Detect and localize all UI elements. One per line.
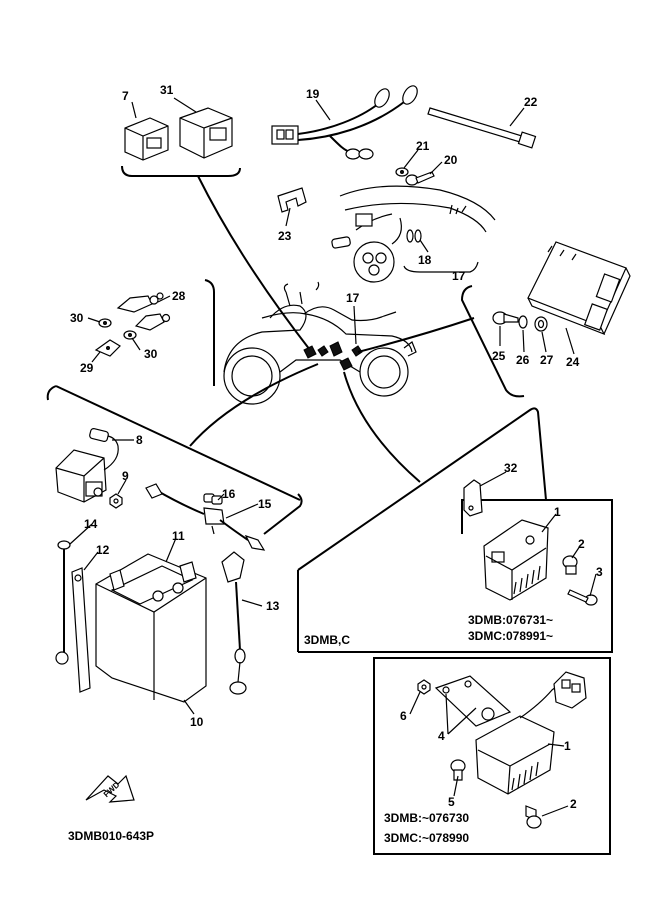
connector-lower: [553, 671, 587, 709]
bolt-5: [450, 759, 466, 781]
callout-1-lower: 1: [564, 739, 571, 753]
callout-17-center: 17: [346, 291, 360, 305]
callout-31: 31: [160, 83, 174, 97]
callout-27: 27: [540, 353, 554, 367]
starter-relay-8: [55, 428, 119, 503]
leader-to-rectifier: [343, 371, 421, 483]
breather-hose-13: [221, 551, 247, 695]
switch-28: [116, 292, 171, 331]
inset-lower-box: [373, 657, 611, 855]
callout-2-lower: 2: [570, 797, 577, 811]
callout-15: 15: [258, 497, 272, 511]
bracket-32: [463, 479, 483, 517]
inset-upper-model-tag: 3DMB,C: [304, 633, 350, 647]
callout-3: 3: [596, 565, 603, 579]
motorcycle-silhouette: [223, 281, 417, 405]
bracket-relays: [121, 165, 241, 177]
callout-10: 10: [190, 715, 204, 729]
battery-10: [95, 553, 207, 703]
leader-to-battery-group: [189, 363, 319, 447]
callout-9: 9: [122, 469, 129, 483]
bolt-2-lower: [525, 805, 542, 829]
fuse-holder-15: [145, 483, 266, 551]
inset-lower-note-line2: 3DMC:~078990: [384, 831, 469, 845]
inset-upper-diagonal: [297, 407, 547, 571]
wire-harness-19: [271, 85, 418, 160]
control-unit-24: [527, 241, 631, 336]
screw-3: [567, 589, 598, 606]
callout-6: 6: [400, 709, 407, 723]
fuse-16: [203, 493, 223, 505]
washer-27: [534, 316, 548, 332]
callout-30-a: 30: [70, 311, 84, 325]
callout-16: 16: [222, 487, 236, 501]
callout-14: 14: [84, 517, 98, 531]
callout-12: 12: [96, 543, 110, 557]
relay-7: [124, 117, 169, 161]
separator-left-top: [46, 385, 57, 401]
washer-30-b: [123, 330, 137, 340]
bracket-4: [434, 675, 512, 727]
callout-4: 4: [438, 729, 445, 743]
inset-upper-note-line1: 3DMB:076731~: [468, 613, 553, 627]
bolt-6: [417, 679, 431, 695]
callout-25: 25: [492, 349, 506, 363]
screw-20: [405, 171, 435, 186]
headlight-harness-17: [331, 185, 496, 283]
inset-lower-note-line1: 3DMB:~076730: [384, 811, 469, 825]
callout-24: 24: [566, 355, 580, 369]
callout-20: 20: [444, 153, 458, 167]
inset-upper-note-line2: 3DMC:078991~: [468, 629, 553, 643]
bolt-2-upper: [562, 555, 578, 575]
callout-30-b: 30: [144, 347, 158, 361]
bolt-25: [492, 311, 519, 325]
callout-11: 11: [172, 529, 185, 543]
callout-26: 26: [516, 353, 530, 367]
battery-band-12: [71, 567, 91, 693]
bracket-23: [277, 187, 307, 213]
fwd-arrow: [85, 774, 135, 803]
bracket-left: [204, 279, 215, 386]
callout-23: 23: [278, 229, 292, 243]
relay-31: [179, 107, 233, 159]
callout-numbers: 7 31 19 22 21 20 23 18 17 28 30 30 29 17…: [70, 83, 603, 811]
callout-19: 19: [306, 87, 320, 101]
rectifier-1-lower: [475, 683, 561, 795]
washer-30-a: [98, 318, 112, 328]
callout-22: 22: [524, 95, 538, 109]
washer-26: [518, 315, 528, 329]
washer-21: [395, 167, 409, 177]
bracket-29: [94, 339, 121, 357]
callout-18: 18: [418, 253, 432, 267]
callout-2-upper: 2: [578, 537, 585, 551]
nut-9: [109, 493, 123, 509]
callout-7: 7: [122, 89, 129, 103]
callout-17-upper: 17: [452, 269, 466, 283]
callout-13: 13: [266, 599, 280, 613]
callout-leaders: [69, 97, 597, 817]
callout-8: 8: [136, 433, 143, 447]
connector-markers: [303, 341, 363, 371]
callout-21: 21: [416, 139, 430, 153]
callout-1-upper: 1: [554, 505, 561, 519]
callout-29: 29: [80, 361, 94, 375]
inset-upper-box: [298, 499, 613, 653]
bracket-fuse: [263, 493, 303, 535]
separator-battery-group: [55, 385, 301, 501]
battery-terminal-14: [55, 540, 71, 665]
callout-5: 5: [448, 795, 455, 809]
rectifier-1-upper: [483, 519, 549, 601]
callout-28: 28: [172, 289, 186, 303]
leader-relays-to-bike: [197, 175, 311, 351]
callout-32: 32: [504, 461, 518, 475]
cable-tie-22: [427, 107, 537, 149]
bracket-ecu: [460, 285, 525, 398]
leader-to-ecu: [357, 317, 475, 353]
bracket-17: [403, 261, 479, 273]
doc-code: 3DMB010-643P: [68, 829, 154, 843]
